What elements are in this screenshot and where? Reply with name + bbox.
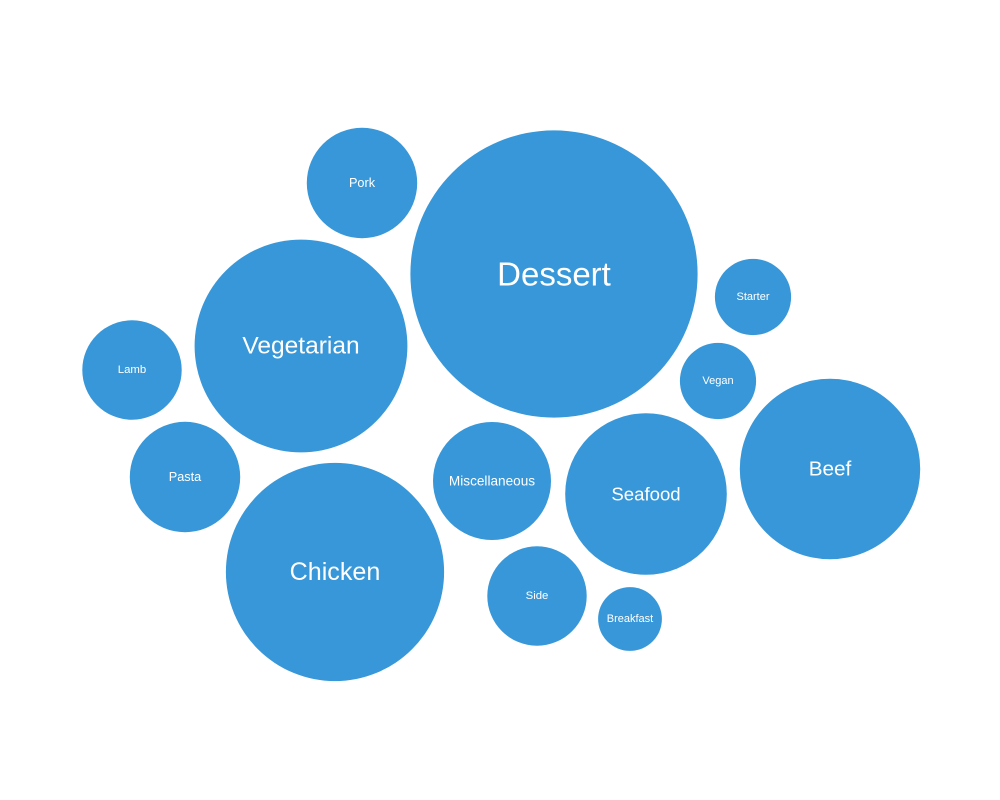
bubble-circle-breakfast[interactable] [598,587,662,651]
bubble-lamb[interactable]: Lamb [82,320,182,420]
bubble-miscellaneous[interactable]: Miscellaneous [433,422,551,540]
bubble-circle-vegetarian[interactable] [194,239,408,453]
bubble-starter[interactable]: Starter [714,258,792,336]
bubble-breakfast[interactable]: Breakfast [598,587,662,651]
bubble-circle-pork[interactable] [306,127,418,239]
bubble-chicken[interactable]: Chicken [225,462,445,682]
bubble-seafood[interactable]: Seafood [565,413,727,575]
bubble-circle-dessert[interactable] [410,130,698,418]
bubble-circle-beef[interactable] [739,378,921,560]
bubble-circle-chicken[interactable] [225,462,445,682]
bubble-circle-lamb[interactable] [82,320,182,420]
bubble-vegan[interactable]: Vegan [679,342,757,420]
bubble-circle-side[interactable] [487,546,587,646]
bubble-side[interactable]: Side [487,546,587,646]
bubbles-layer: DessertChickenVegetarianBeefSeafoodMisce… [82,127,921,682]
bubble-vegetarian[interactable]: Vegetarian [194,239,408,453]
bubble-pasta[interactable]: Pasta [129,421,241,533]
bubble-circle-pasta[interactable] [129,421,241,533]
bubble-pork[interactable]: Pork [306,127,418,239]
bubble-dessert[interactable]: Dessert [410,130,698,418]
bubble-circle-starter[interactable] [714,258,792,336]
bubble-circle-miscellaneous[interactable] [433,422,551,540]
bubble-beef[interactable]: Beef [739,378,921,560]
bubble-circle-vegan[interactable] [679,342,757,420]
bubble-circle-seafood[interactable] [565,413,727,575]
